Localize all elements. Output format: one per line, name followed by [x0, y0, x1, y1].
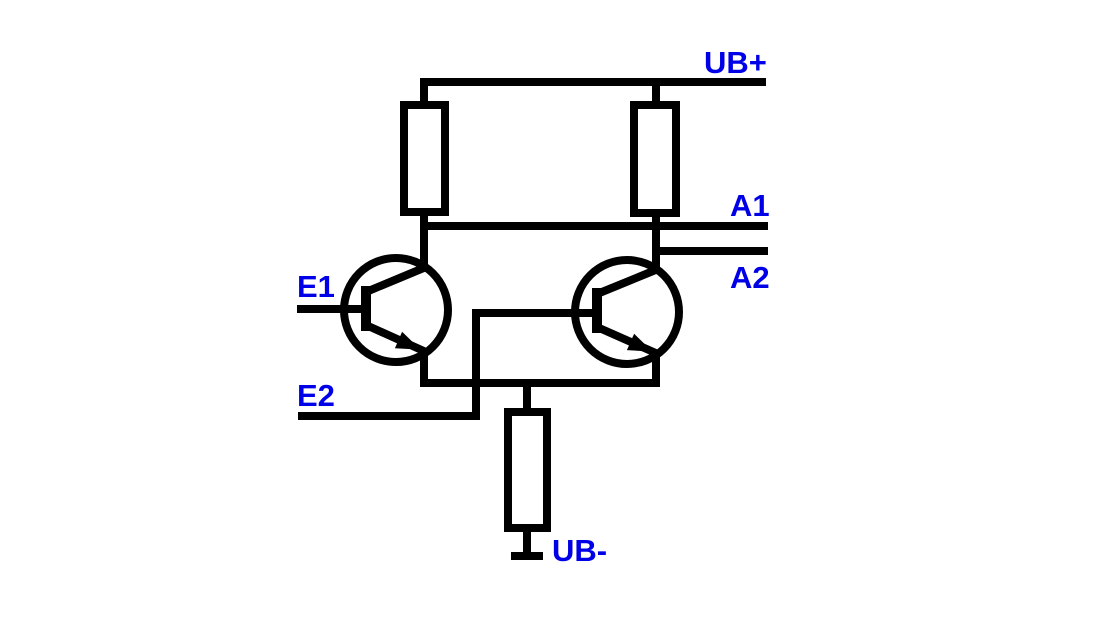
label-e1: E1 — [297, 269, 335, 304]
transistor-left-emitter-arrow-icon — [394, 331, 421, 350]
label-a1: A1 — [730, 188, 770, 223]
transistor-right-collector-leg — [595, 265, 660, 298]
collector-resistor-left — [400, 101, 449, 216]
transistor-right — [571, 256, 683, 368]
transistor-left-collector-leg — [364, 263, 428, 296]
label-e2: E2 — [297, 378, 335, 413]
label-ub-plus: UB+ — [704, 45, 767, 80]
input-wire-e2 — [298, 309, 595, 420]
label-a2: A2 — [730, 260, 770, 295]
transistor-left — [297, 254, 452, 366]
emitter-bus — [420, 348, 660, 387]
supply-rail-ub-plus — [420, 78, 766, 106]
transistor-right-emitter-arrow-icon — [626, 333, 653, 352]
collector-resistor-right — [630, 101, 680, 217]
label-ub-minus: UB- — [552, 533, 607, 568]
tail-resistor — [504, 408, 551, 532]
